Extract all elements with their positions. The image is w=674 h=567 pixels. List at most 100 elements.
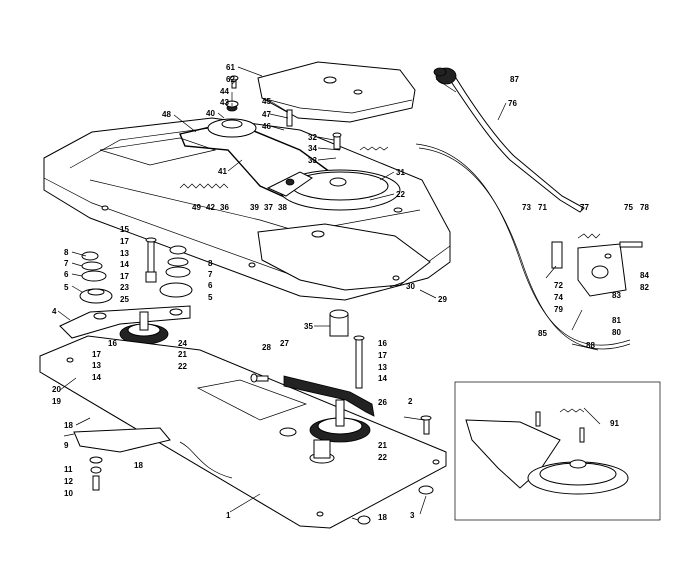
- callout-30: 30: [406, 282, 415, 291]
- callout-15: 15: [120, 225, 129, 234]
- callout-31: 31: [396, 168, 405, 177]
- callout-17-d: 17: [378, 351, 387, 360]
- callout-1: 1: [226, 511, 231, 520]
- callout-13-b: 13: [92, 361, 101, 370]
- callout-28: 28: [262, 343, 271, 352]
- callout-35: 35: [304, 322, 313, 331]
- callout-20: 20: [52, 385, 61, 394]
- leader-lines: [57, 66, 601, 521]
- callout-73: 73: [522, 203, 531, 212]
- callout-39: 39: [250, 203, 259, 212]
- callout-80: 80: [612, 328, 621, 337]
- callout-25: 25: [120, 295, 129, 304]
- callout-44: 44: [220, 87, 229, 96]
- callout-3: 3: [410, 511, 415, 520]
- arm-9: [73, 427, 233, 479]
- callout-81: 81: [612, 316, 621, 325]
- callout-14-c: 14: [378, 374, 387, 383]
- sleeve-35: [329, 309, 349, 337]
- callout-76: 76: [508, 99, 517, 108]
- callout-23: 23: [120, 283, 129, 292]
- shaft-15: [145, 237, 157, 283]
- callout-6-left: 6: [64, 270, 69, 279]
- callout-43: 43: [220, 98, 229, 107]
- bolt-2: [420, 415, 432, 435]
- callout-22-top: 22: [396, 190, 405, 199]
- callout-8-left: 8: [64, 248, 69, 257]
- callout-75: 75: [624, 203, 633, 212]
- nut-18-bottom: [357, 515, 371, 525]
- callout-36: 36: [220, 203, 229, 212]
- callout-labels: 61 62 44 43 40 45 47 46 48 32 34 33 41 3…: [52, 63, 649, 522]
- callout-13-a: 13: [120, 249, 129, 258]
- nut-3: [418, 485, 434, 495]
- callout-9: 9: [64, 441, 69, 450]
- callout-78: 78: [640, 203, 649, 212]
- callout-4: 4: [52, 307, 57, 316]
- inset-detail-box: [454, 381, 661, 521]
- callout-72: 72: [554, 281, 563, 290]
- callout-34: 34: [308, 144, 317, 153]
- shaft-16: [353, 335, 365, 389]
- washer-stack-left: [89, 456, 103, 491]
- callout-71: 71: [538, 203, 547, 212]
- callout-18-mid: 18: [134, 461, 143, 470]
- callout-27: 27: [280, 339, 289, 348]
- callout-22-mid: 22: [178, 362, 187, 371]
- cable-85: [415, 143, 631, 350]
- chain-26: [283, 375, 375, 417]
- callout-77: 77: [580, 203, 589, 212]
- callout-45: 45: [262, 97, 271, 106]
- callout-48: 48: [162, 110, 171, 119]
- bolt-62: [229, 75, 239, 89]
- callout-38: 38: [278, 203, 287, 212]
- callout-21-a: 21: [178, 350, 187, 359]
- callout-83: 83: [612, 291, 621, 300]
- bearing-stack-right: [159, 245, 193, 298]
- callout-17-b: 17: [120, 272, 129, 281]
- callout-6-right: 6: [208, 281, 213, 290]
- callout-84: 84: [640, 271, 649, 280]
- callout-40: 40: [206, 109, 215, 118]
- callout-74: 74: [554, 293, 563, 302]
- lever-76: [433, 67, 585, 213]
- callout-22-bottom: 22: [378, 453, 387, 462]
- control-bracket-75: [551, 233, 643, 297]
- callout-42: 42: [206, 203, 215, 212]
- callout-7-right: 7: [208, 270, 213, 279]
- gear-21: [309, 399, 371, 443]
- callout-46: 46: [262, 122, 271, 131]
- callout-19: 19: [52, 397, 61, 406]
- bearing-stack-left: [79, 251, 113, 304]
- callout-24: 24: [178, 339, 187, 348]
- callout-2: 2: [408, 397, 413, 406]
- callout-18-left: 18: [64, 421, 73, 430]
- callout-17-a: 17: [120, 237, 129, 246]
- callout-7-left: 7: [64, 259, 69, 268]
- pulley-40: [207, 104, 257, 138]
- gear-24: [119, 311, 169, 345]
- callout-8-right: 8: [208, 259, 213, 268]
- callout-49: 49: [192, 203, 201, 212]
- callout-18-bottom: 18: [378, 513, 387, 522]
- bracket-4: [59, 305, 191, 339]
- callout-14-a: 14: [120, 260, 129, 269]
- callout-17-c: 17: [92, 350, 101, 359]
- callout-37: 37: [264, 203, 273, 212]
- spring-34: [359, 146, 389, 151]
- bolt-32: [332, 132, 342, 150]
- callout-12: 12: [64, 477, 73, 486]
- callout-26: 26: [378, 398, 387, 407]
- callout-14-b: 14: [92, 373, 101, 382]
- callout-61: 61: [226, 63, 235, 72]
- callout-62: 62: [226, 75, 235, 84]
- callout-88: 88: [586, 341, 595, 350]
- tension-arm-37: [266, 171, 313, 197]
- callout-29: 29: [438, 295, 447, 304]
- callout-82: 82: [640, 283, 649, 292]
- spacer-22: [309, 439, 335, 464]
- callout-5-left: 5: [64, 283, 69, 292]
- top-cover-61: [257, 61, 416, 123]
- callout-33: 33: [308, 156, 317, 165]
- callout-10: 10: [64, 489, 73, 498]
